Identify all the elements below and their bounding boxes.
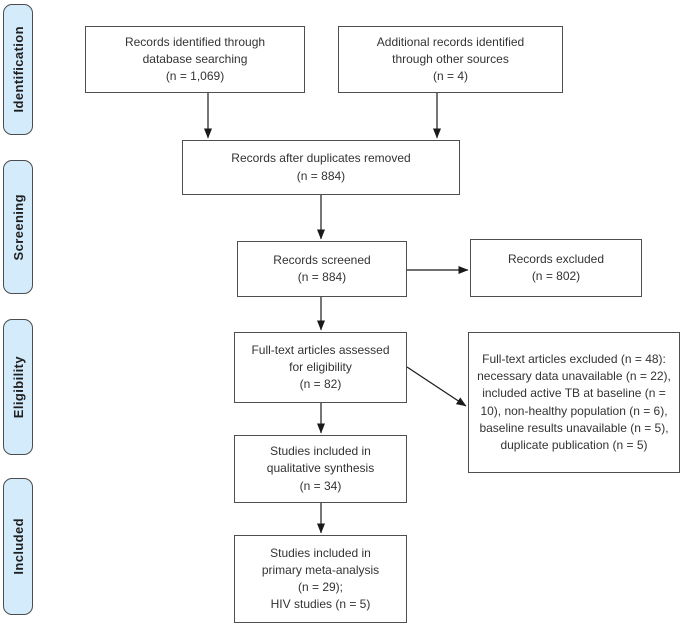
box-records-screened: Records screened (n = 884) bbox=[237, 241, 407, 297]
stage-label-identification: Identification bbox=[10, 26, 26, 113]
stage-label-screening: Screening bbox=[10, 193, 26, 261]
stage-tab-identification: Identification bbox=[3, 4, 33, 135]
box-fulltext-excluded-text: Full-text articles excluded (n = 48): ne… bbox=[477, 352, 671, 452]
stage-tab-eligibility: Eligibility bbox=[3, 319, 33, 455]
box-meta-analysis: Studies included in primary meta-analysi… bbox=[234, 535, 407, 623]
box-qualitative-synthesis: Studies included in qualitative synthesi… bbox=[234, 435, 407, 503]
stage-tab-screening: Screening bbox=[3, 160, 33, 294]
box-additional-records-text: Additional records identified through ot… bbox=[376, 34, 525, 84]
box-qualitative-synthesis-text: Studies included in qualitative synthesi… bbox=[266, 444, 375, 493]
stage-label-included: Included bbox=[10, 518, 26, 575]
box-records-screened-text: Records screened (n = 884) bbox=[273, 252, 371, 284]
box-fulltext-assessed: Full-text articles assessed for eligibil… bbox=[234, 332, 407, 403]
box-after-duplicates-removed: Records after duplicates removed (n = 88… bbox=[182, 140, 460, 195]
box-meta-analysis-text: Studies included in primary meta-analysi… bbox=[261, 545, 380, 612]
box-records-excluded-text: Records excluded (n = 802) bbox=[507, 251, 605, 283]
arrow-fulltext-to-excluded bbox=[406, 366, 467, 407]
stage-tab-included: Included bbox=[3, 478, 33, 615]
box-fulltext-excluded: Full-text articles excluded (n = 48): ne… bbox=[468, 332, 680, 473]
box-records-excluded: Records excluded (n = 802) bbox=[470, 239, 642, 297]
box-fulltext-assessed-text: Full-text articles assessed for eligibil… bbox=[251, 342, 390, 392]
box-records-identified-database-text: Records identified through database sear… bbox=[124, 34, 266, 84]
stage-label-eligibility: Eligibility bbox=[10, 355, 26, 419]
box-after-duplicates-removed-text: Records after duplicates removed (n = 88… bbox=[231, 151, 411, 183]
box-records-identified-database: Records identified through database sear… bbox=[85, 26, 305, 93]
box-additional-records: Additional records identified through ot… bbox=[338, 26, 563, 93]
